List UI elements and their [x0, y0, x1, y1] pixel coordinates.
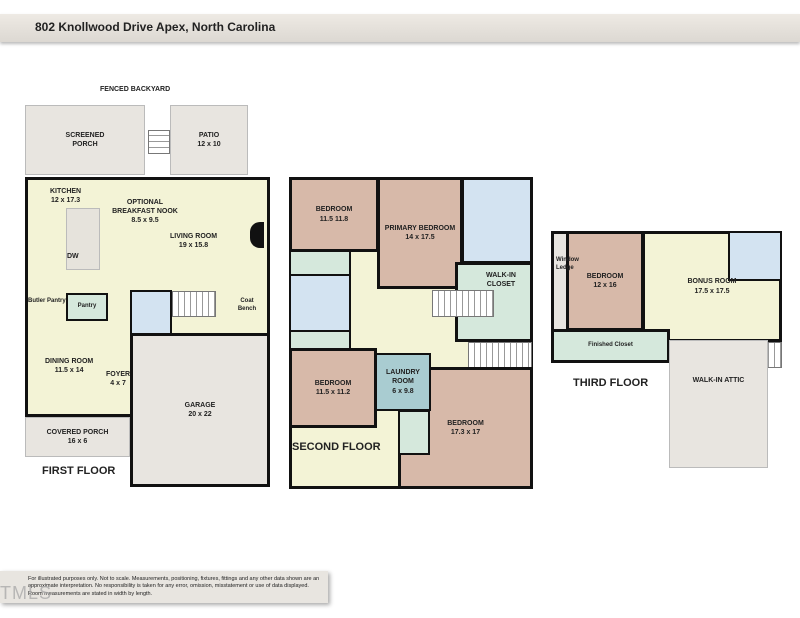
- bedroom-4-closet: [398, 410, 430, 455]
- powder-room: [130, 290, 172, 335]
- disclaimer-text: For illustrated purposes only. Not to sc…: [28, 576, 320, 597]
- hall-bath: [289, 274, 351, 332]
- first-floor-label: FIRST FLOOR: [42, 465, 116, 477]
- backyard-label: FENCED BACKYARD: [100, 86, 171, 93]
- hall-closet-2: [289, 330, 351, 350]
- watermark-logo: TMLS: [0, 583, 53, 603]
- second-floor-stairs-lower: [468, 342, 532, 370]
- third-floor-bath: [728, 231, 782, 281]
- coat-bench-label: Coat Bench: [237, 298, 257, 312]
- third-floor-label: THIRD FLOOR: [573, 377, 649, 389]
- window-ledge-label: Window Ledge: [556, 257, 579, 271]
- hall-closet: [289, 250, 351, 276]
- second-floor-label: SECOND FLOOR: [292, 441, 381, 453]
- walk-in-attic: WALK-IN ATTIC: [669, 340, 768, 468]
- header-bar: 802 Knollwood Drive Apex, North Carolina: [0, 14, 800, 42]
- disclaimer-box: For illustrated purposes only. Not to sc…: [0, 571, 328, 603]
- second-floor-stairs-upper: [432, 290, 494, 317]
- finished-closet: Finished Closet: [551, 329, 670, 363]
- pantry: Pantry: [66, 293, 108, 321]
- first-floor-stairs: [172, 291, 216, 317]
- primary-bath: [461, 177, 533, 264]
- page-title: 802 Knollwood Drive Apex, North Carolina: [35, 20, 276, 34]
- kitchen-island: [66, 208, 100, 270]
- butler-pantry-label: Butler Pantry: [28, 298, 66, 304]
- window-ledge: [551, 231, 569, 331]
- porch-steps: [148, 130, 170, 154]
- dw-label: DW: [67, 253, 79, 260]
- fireplace-icon: [250, 222, 264, 248]
